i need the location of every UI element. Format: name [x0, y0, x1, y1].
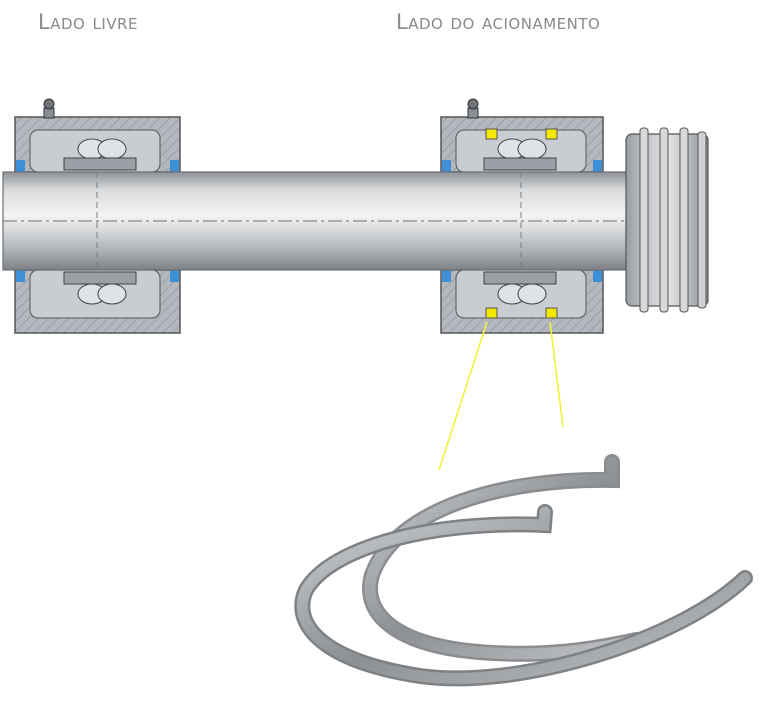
locating-ring-marker: [545, 307, 558, 319]
drive-side-label: Lado do acionamento: [396, 10, 601, 34]
grease-nipple-icon: [43, 98, 55, 119]
free-side-bearing-bottom-icon: [63, 271, 137, 305]
free-side-housing: [14, 98, 181, 334]
seal-icon: [593, 270, 602, 282]
snap-ring-icon: [294, 454, 753, 687]
free-side-bearing-top-icon: [63, 138, 137, 171]
seal-icon: [170, 270, 179, 282]
drive-side-bearing-bottom-icon: [483, 271, 557, 305]
seal-icon: [16, 160, 25, 172]
locating-ring-marker: [545, 128, 558, 140]
grease-nipple-icon: [467, 98, 479, 119]
drive-side-housing: [440, 98, 604, 334]
free-side-label: Lado livre: [38, 10, 138, 34]
seal-icon: [442, 160, 451, 172]
locating-ring-marker: [485, 307, 498, 319]
pointer-line: [549, 321, 564, 428]
seal-icon: [16, 270, 25, 282]
locating-ring-marker: [485, 128, 498, 140]
shaft: [2, 171, 644, 271]
seal-icon: [593, 160, 602, 172]
pointer-line: [438, 321, 488, 471]
pulley-icon: [625, 127, 709, 313]
drive-side-bearing-top-icon: [483, 138, 557, 171]
seal-icon: [442, 270, 451, 282]
seal-icon: [170, 160, 179, 172]
